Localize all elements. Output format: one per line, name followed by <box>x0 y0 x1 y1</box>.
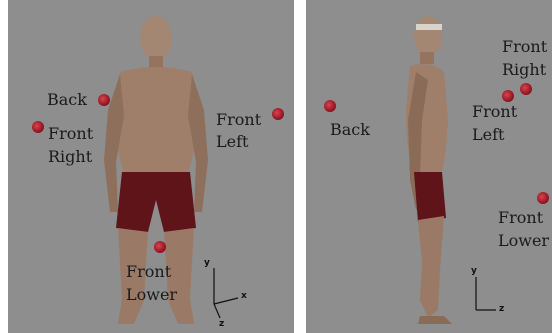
side-axis-y-label: y <box>471 266 477 276</box>
front-right-marker <box>32 121 44 133</box>
front-left-marker <box>502 90 514 102</box>
front-lower-label-line2: Lower <box>126 285 177 304</box>
front-left-label-line2: Left <box>472 125 504 144</box>
front-lower-label-line2: Lower <box>498 231 549 250</box>
front-left-label-line2: Left <box>216 132 248 151</box>
front-lower-label-line1: Front <box>498 208 543 227</box>
front-right-label-line2: Right <box>502 60 546 79</box>
front-lower-label-line1: Front <box>126 262 171 281</box>
front-right-label-line1: Front <box>48 124 93 143</box>
front-right-label-line2: Right <box>48 147 92 166</box>
front-lower-marker <box>154 241 166 253</box>
front-axis-z-label: z <box>219 319 224 329</box>
back-label: Back <box>47 90 87 109</box>
front-right-label-line1: Front <box>502 37 547 56</box>
front-body-figure <box>8 0 294 333</box>
back-marker <box>324 100 336 112</box>
back-marker <box>98 94 110 106</box>
front-right-marker <box>520 83 532 95</box>
front-axis-x-label: x <box>241 291 247 301</box>
back-label: Back <box>330 120 370 139</box>
side-view-panel: Back Front Right Front Left Front Lower … <box>306 0 552 333</box>
front-view-panel: Back Front Right Front Left Front Lower … <box>8 0 294 333</box>
side-axis-z-label: z <box>499 304 504 314</box>
front-left-label-line1: Front <box>216 110 261 129</box>
front-lower-marker <box>537 192 549 204</box>
front-axis-y-label: y <box>204 258 210 268</box>
front-left-marker <box>272 108 284 120</box>
front-left-label-line1: Front <box>472 102 517 121</box>
